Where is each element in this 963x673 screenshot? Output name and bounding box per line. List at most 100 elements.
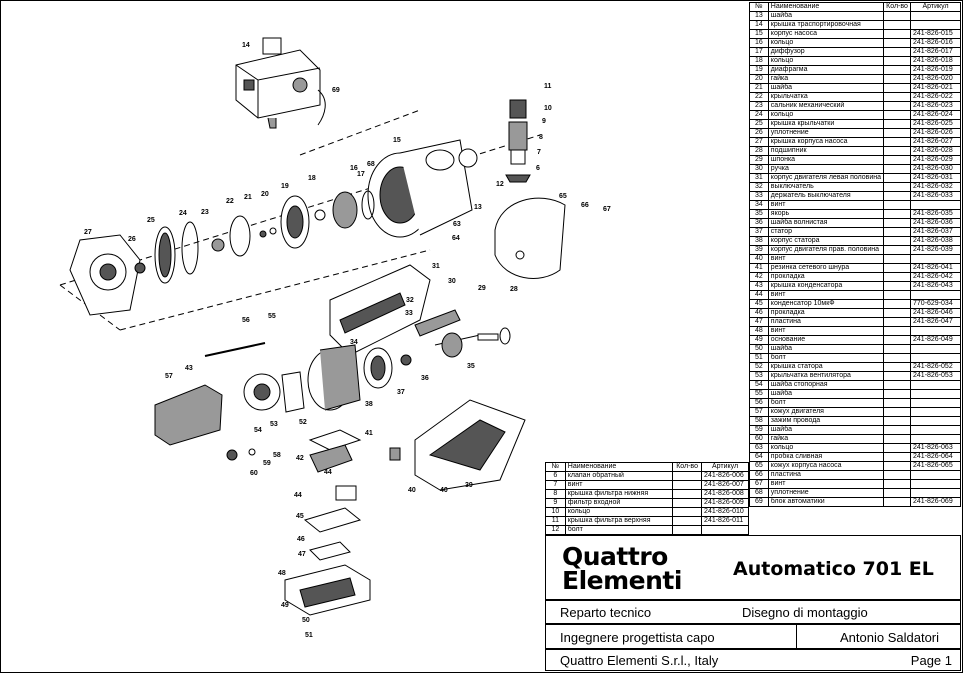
part-name: корпус статора [767,236,885,246]
part-number: 34 [749,200,769,210]
part-number: 8 [545,489,566,499]
callout-label: 56 [242,317,250,324]
part-article: 241-826-037 [910,227,961,237]
callout-label: 68 [367,161,375,168]
part-number: 23 [749,101,769,111]
part-name: крышка статора [767,362,885,372]
model-name: Automatico 701 EL [733,558,934,580]
part-name: крышка крыльчатки [767,119,885,129]
part-number: 40 [749,254,769,264]
header-name: Наименование [767,2,885,12]
part-qty [883,254,912,264]
part-name: корпус насоса [767,29,885,39]
part-article: 241-826-046 [910,308,961,318]
callout-label: 52 [299,419,307,426]
motor-housing-right [414,399,526,491]
part-number: 9 [545,498,566,508]
part-qty [883,56,912,66]
part-article [910,398,961,408]
callout-label: 31 [432,263,440,270]
part-article: 770-629-034 [910,299,961,309]
part-qty [883,101,912,111]
part-number: 31 [749,173,769,183]
logo-line-1: Quattro [562,542,668,571]
pump-housing [367,139,478,238]
part-article [910,407,961,417]
part-qty [883,353,912,363]
part-qty [883,263,912,273]
part-number: 45 [749,299,769,309]
part-name: зажим провода [767,416,885,426]
part-qty [883,173,912,183]
part-number: 56 [749,398,769,408]
part-name: блок автоматики [767,497,885,507]
department-cell: Reparto tecnico Disegno di montaggio [545,600,961,624]
part-article: 241-826-015 [910,29,961,39]
part-name: прокладка [767,272,885,282]
part-qty [883,308,912,318]
pump-cover [494,197,566,279]
callout-label: 24 [179,210,187,217]
engineer-role: Ingegnere progettista capo [560,630,715,645]
part-name: диафрагма [767,65,885,75]
callout-label: 65 [559,193,567,200]
part-qty [883,137,912,147]
part-qty [883,272,912,282]
company-cell: Quattro Elementi S.r.l., Italy Page 1 [545,649,961,671]
part-article: 241-826-021 [910,83,961,93]
callout-label: 8 [539,134,543,141]
part-number: 30 [749,164,769,174]
part-name: фильтр входной [564,498,674,508]
callout-label: 58 [273,452,281,459]
part-name: пластина [767,470,885,480]
part-article: 241-826-049 [910,335,961,345]
part-article [910,488,961,498]
part-name: подшипник [767,146,885,156]
part-number: 41 [749,263,769,273]
part-article [701,525,749,535]
part-qty [883,191,912,201]
part-qty [672,516,703,526]
part-name: ручка [767,164,885,174]
part-qty [883,461,912,471]
part-name: пробка сливная [767,452,885,462]
part-number: 28 [749,146,769,156]
page-number: Page 1 [910,653,952,668]
stator [307,344,412,411]
callout-label: 29 [478,285,486,292]
part-number: 19 [749,65,769,75]
part-qty [883,74,912,84]
part-number: 27 [749,137,769,147]
part-number: 13 [749,11,769,21]
part-qty [883,398,912,408]
part-number: 15 [749,29,769,39]
part-article: 241-826-022 [910,92,961,102]
part-number: 17 [749,47,769,57]
part-article: 241-826-053 [910,371,961,381]
part-number: 44 [749,290,769,300]
part-name: винт [767,326,885,336]
part-qty [883,389,912,399]
cable-grommet [389,447,401,461]
part-name: статор [767,227,885,237]
part-name: якорь [767,209,885,219]
logo-line-2: Elementi [562,566,682,595]
part-qty [883,218,912,228]
part-article: 241-826-024 [910,110,961,120]
part-name: крышка фильтра верхняя [564,516,674,526]
part-qty [883,416,912,426]
